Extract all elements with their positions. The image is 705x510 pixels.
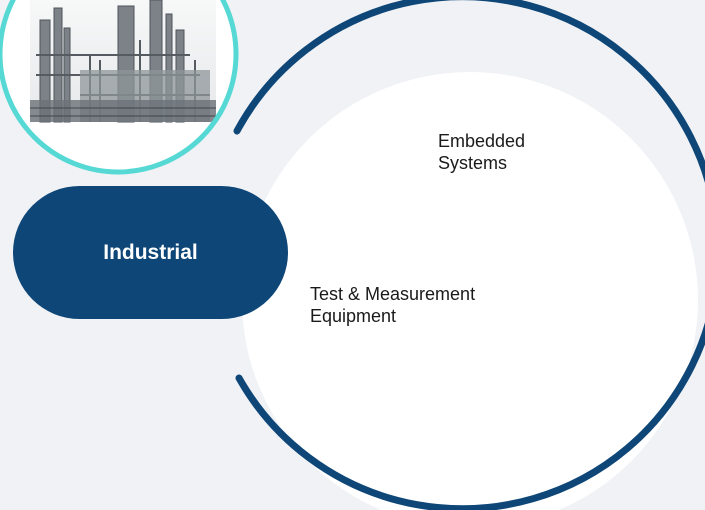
- test-measurement-label: Test & Measurement Equipment: [310, 284, 476, 326]
- inner-circle: [242, 72, 698, 510]
- industrial-plant-icon: [0, 0, 236, 172]
- industrial-label: Industrial: [103, 240, 198, 264]
- industrial-pill: Industrial: [13, 186, 288, 319]
- image-ring: [0, 0, 239, 175]
- embedded-systems-label: Embedded Systems: [438, 131, 526, 173]
- outer-arc: [233, 0, 705, 510]
